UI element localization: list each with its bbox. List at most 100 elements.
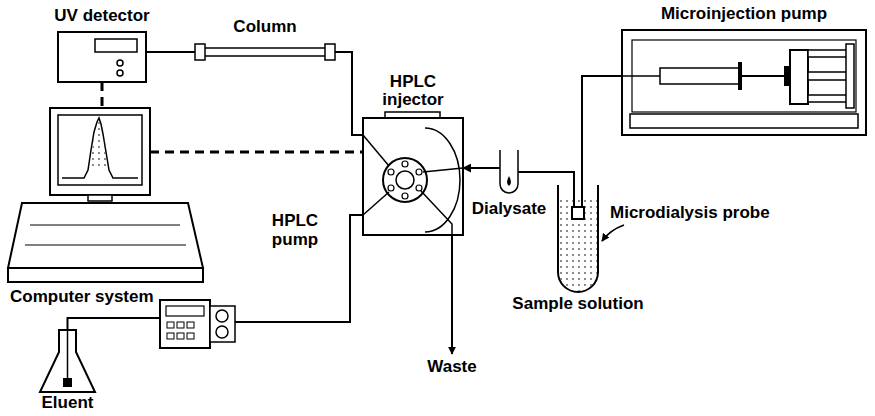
computer-symbol xyxy=(8,108,203,282)
pump-symbol xyxy=(210,306,235,342)
tubing-line xyxy=(582,76,622,207)
test-tube-symbol xyxy=(559,200,597,291)
syringe-pump-symbol xyxy=(846,44,854,108)
flask-symbol xyxy=(40,330,95,392)
test-tube-symbol xyxy=(558,185,598,292)
pump-symbol xyxy=(166,306,204,316)
test-tube-symbol xyxy=(572,207,584,219)
node-label: Column xyxy=(233,18,296,37)
node-label: UV detector xyxy=(54,7,149,26)
syringe-pump-symbol xyxy=(660,68,740,84)
detector-box: UV detector xyxy=(58,32,146,82)
computer-symbol xyxy=(30,225,180,226)
uv-detector-symbol xyxy=(117,70,123,76)
pump-symbol xyxy=(160,300,210,348)
label-holder: Waste xyxy=(0,0,49,19)
syringe-pump-symbol xyxy=(790,50,808,104)
pump-symbol xyxy=(160,300,235,348)
computer-symbol xyxy=(90,120,108,168)
injector-symbol xyxy=(363,192,389,215)
node-label: Dialysate xyxy=(472,200,547,219)
pump-symbol xyxy=(216,326,228,338)
node-label: Computer system xyxy=(10,288,154,307)
outlet-label: Waste xyxy=(427,358,476,377)
computer-symbol xyxy=(58,115,142,185)
tubing-line xyxy=(68,318,161,330)
injector-symbol xyxy=(421,191,452,235)
injector-symbol xyxy=(383,158,427,202)
pump-symbol xyxy=(177,333,184,339)
node-label: Sample solution xyxy=(512,295,643,314)
column-box: Column xyxy=(195,44,335,60)
pump-symbol xyxy=(187,333,194,339)
syringe-pump-box: Microinjection pump xyxy=(622,30,866,135)
column-symbol xyxy=(195,44,205,60)
computer-symbol xyxy=(50,108,150,195)
probe-box: Microdialysis probe xyxy=(572,207,584,219)
node-label: Microinjection pump xyxy=(661,5,827,24)
column-symbol xyxy=(195,44,335,60)
vial-symbol xyxy=(500,150,518,193)
syringe-pump-symbol xyxy=(622,30,866,135)
computer-symbol xyxy=(62,118,138,178)
column-symbol xyxy=(203,48,327,56)
pump-symbol xyxy=(167,333,174,339)
pump-symbol xyxy=(177,322,184,328)
tubing-line xyxy=(146,51,195,53)
injector-symbol xyxy=(423,168,463,172)
injector-symbol xyxy=(363,118,463,235)
flask-symbol xyxy=(40,330,95,392)
computer-symbol xyxy=(8,268,203,282)
computer-box: Computer system xyxy=(50,108,150,195)
node-label: HPLC pump xyxy=(262,212,328,249)
pump-symbol xyxy=(187,322,194,328)
computer-symbol xyxy=(88,195,112,201)
uv-detector-symbol xyxy=(58,32,146,82)
vial-symbol xyxy=(507,176,511,186)
flask-symbol xyxy=(67,330,69,378)
pump-symbol xyxy=(216,310,228,322)
injector-box: HPLC injector xyxy=(363,118,463,235)
injector-symbol xyxy=(402,193,408,199)
signal-cable xyxy=(150,151,363,154)
syringe-pump-symbol xyxy=(630,114,858,128)
syringe-pump-symbol xyxy=(808,50,848,57)
pointer-arrow xyxy=(602,225,624,241)
injector-symbol xyxy=(388,185,394,191)
injector-symbol xyxy=(425,128,460,232)
syringe-pump-symbol xyxy=(808,95,848,102)
syringe-pump-symbol xyxy=(622,30,866,135)
node-label: Microdialysis probe xyxy=(610,204,770,223)
syringe-pump-symbol xyxy=(622,75,660,77)
tube-box: Sample solutionMicrodialysis probe xyxy=(558,185,598,290)
injector-symbol xyxy=(388,169,394,175)
injector-symbol xyxy=(416,169,422,175)
uv-detector-symbol xyxy=(117,60,123,66)
flask-box: Eluent xyxy=(40,330,95,392)
computer-symbol xyxy=(8,203,203,268)
column-symbol xyxy=(325,44,335,60)
vial-box: Dialysate xyxy=(500,150,518,192)
uv-detector-symbol xyxy=(95,39,137,52)
syringe-pump-symbol xyxy=(808,72,848,80)
computer-symbol xyxy=(25,245,186,246)
injector-symbol xyxy=(416,185,422,191)
node-label: HPLC injector xyxy=(368,73,458,110)
syringe-pump-symbol xyxy=(742,75,790,77)
tubing-line xyxy=(335,52,363,135)
waste-arrow xyxy=(451,235,453,354)
pump-symbol xyxy=(167,322,174,328)
node-label: Eluent xyxy=(42,394,94,413)
test-tube-symbol xyxy=(558,185,598,292)
injector-symbol xyxy=(402,161,408,167)
injector-symbol xyxy=(363,135,389,166)
syringe-pump-symbol xyxy=(738,62,742,90)
uv-detector-symbol xyxy=(58,32,146,82)
signal-cable xyxy=(101,82,104,108)
pump-box: HPLC pump xyxy=(160,300,235,348)
syringe-pump-symbol xyxy=(632,40,856,112)
injector-symbol xyxy=(396,171,414,189)
vial-symbol xyxy=(500,150,518,193)
